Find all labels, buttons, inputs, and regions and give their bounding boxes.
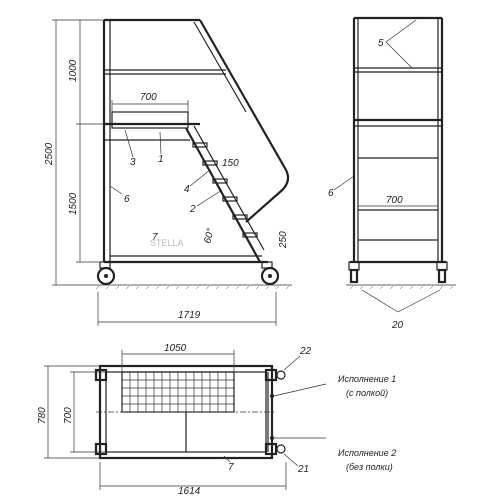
dim-step-spacing: 150 <box>222 158 239 169</box>
variant-1-title: Исполнение 1 <box>338 374 396 384</box>
side-view: 2500 1000 1500 700 150 250 60° 1719 3 1 … <box>44 18 292 326</box>
top-callout-22: 22 <box>299 346 312 357</box>
watermark: STELLA <box>150 238 184 248</box>
front-callout-6: 6 <box>328 188 334 199</box>
top-dim-outer-depth: 780 <box>37 407 48 424</box>
shelf-mesh <box>121 371 235 413</box>
dim-lower-height: 1500 <box>68 192 79 215</box>
corner-caster <box>264 368 278 382</box>
top-view: 1050 780 700 1614 22 21 7 Исполнение 1 (… <box>37 343 396 497</box>
ground-hatch <box>95 285 290 290</box>
dim-total-height: 2500 <box>44 142 55 166</box>
variant-1-note: (с полкой) <box>346 388 388 398</box>
front-caster-left <box>348 261 360 284</box>
callout-6: 6 <box>124 194 130 205</box>
shelf <box>111 111 189 129</box>
callout-2: 2 <box>189 204 196 215</box>
front-caster-right <box>436 261 448 284</box>
stair-steps <box>192 142 258 238</box>
corner-caster <box>94 368 108 382</box>
variant-2-note: (без полки) <box>346 462 393 472</box>
dim-platform-width: 700 <box>140 92 157 103</box>
dim-upper-height: 1000 <box>68 59 79 82</box>
front-callout-5: 5 <box>378 38 384 49</box>
top-callout-7: 7 <box>228 462 234 473</box>
callout-3: 3 <box>130 157 136 168</box>
top-dim-total-length: 1614 <box>178 486 201 497</box>
callout-4: 4 <box>184 184 190 195</box>
top-callout-21: 21 <box>297 464 309 475</box>
callout-7: 7 <box>152 232 158 243</box>
variant-2-title: Исполнение 2 <box>338 448 396 458</box>
caster-left <box>96 261 116 286</box>
front-dim-width: 700 <box>386 195 403 206</box>
caster-right <box>260 261 280 286</box>
corner-caster <box>264 442 278 456</box>
front-view: 700 5 6 20 <box>328 16 456 331</box>
dim-step-depth: 250 <box>278 231 289 249</box>
dim-angle: 60° <box>202 227 217 244</box>
top-dim-shelf-width: 1050 <box>164 343 187 354</box>
dim-total-length: 1719 <box>178 310 201 321</box>
front-callout-20: 20 <box>391 320 404 331</box>
top-dim-inner-depth: 700 <box>63 407 74 424</box>
corner-caster <box>94 442 108 456</box>
callout-1: 1 <box>158 154 164 165</box>
